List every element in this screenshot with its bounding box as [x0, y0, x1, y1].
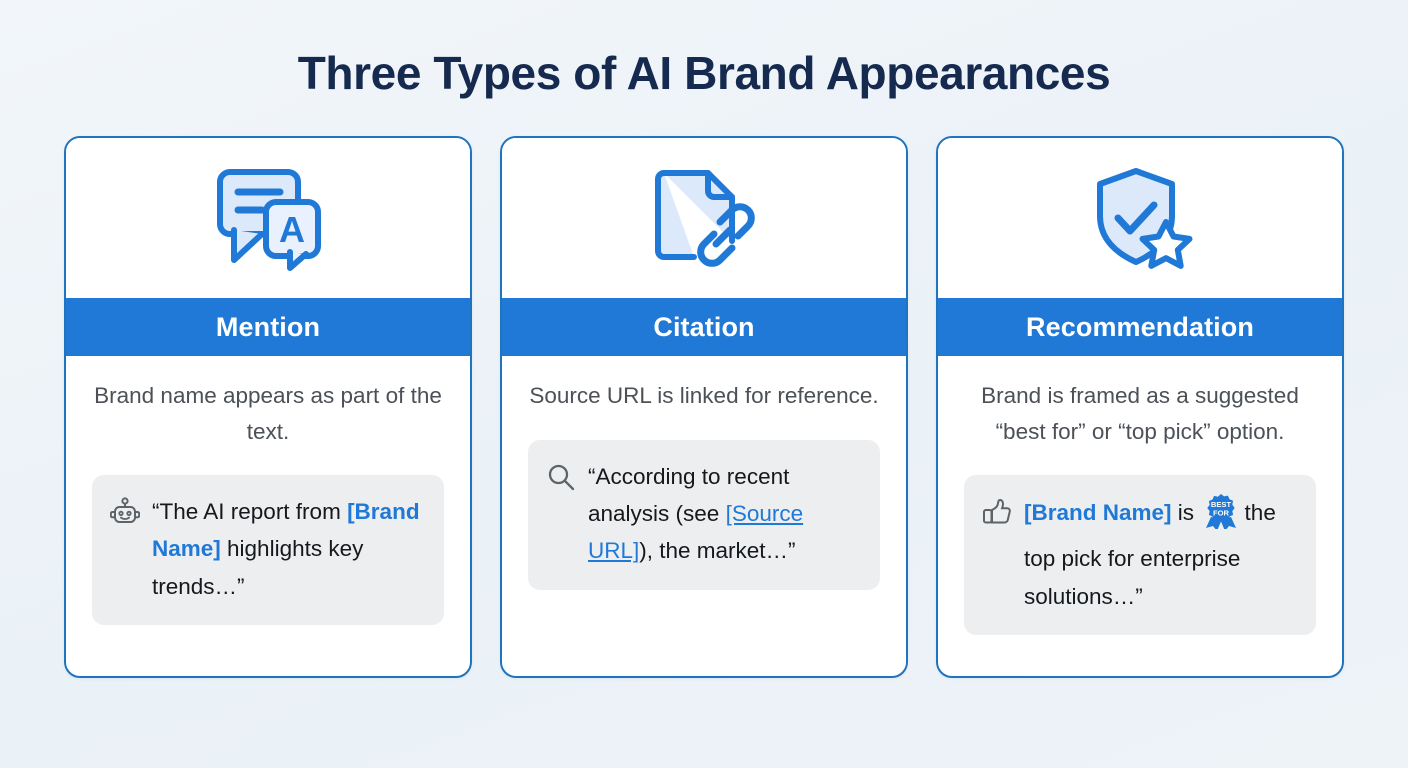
quote-wrap: [Brand Name] is BEST FOR the top pick fo…	[938, 449, 1342, 676]
card-description: Source URL is linked for reference.	[529, 383, 879, 408]
quote-wrap: “According to recent analysis (see [Sour…	[502, 414, 906, 676]
card-description: Brand name appears as part of the text.	[94, 383, 442, 444]
quote-lead: “According to recent analysis (see	[588, 463, 790, 526]
quote-tail: ), the market…”	[639, 538, 796, 564]
shield-check-star-icon	[1082, 164, 1198, 272]
card-icon-area	[938, 138, 1342, 298]
quote-box-recommendation: [Brand Name] is BEST FOR the top pick fo…	[964, 475, 1316, 636]
quote-box-mention: “The AI report from [Brand Name] highlig…	[92, 475, 444, 626]
svg-text:BEST: BEST	[1211, 500, 1232, 509]
brand-placeholder: [Brand Name]	[1024, 500, 1172, 526]
brand-placeholder: [Brand Name]	[152, 499, 420, 562]
card-icon-area: A	[66, 138, 470, 298]
card-recommendation: Recommendation Brand is framed as a sugg…	[936, 136, 1344, 678]
svg-text:FOR: FOR	[1213, 508, 1230, 517]
card-description: Brand is framed as a suggested “best for…	[981, 383, 1299, 444]
quote-lead: “The AI report from	[152, 499, 348, 525]
speech-bubbles-icon: A	[210, 164, 326, 272]
quote-mid: is	[1171, 500, 1201, 526]
card-list: A Mention Brand name appears as part of …	[64, 136, 1344, 678]
robot-icon	[109, 493, 141, 532]
quote-box-citation: “According to recent analysis (see [Sour…	[528, 439, 880, 590]
quote-text-mention: “The AI report from [Brand Name] highlig…	[152, 493, 424, 605]
quote-tail: the top pick for enterprise solutions…”	[1024, 500, 1276, 609]
svg-text:A: A	[279, 209, 305, 250]
best-for-rosette-icon: BEST FOR	[1204, 493, 1238, 540]
quote-text-recommendation: [Brand Name] is BEST FOR the top pick fo…	[1024, 493, 1296, 615]
card-citation: Citation Source URL is linked for refere…	[500, 136, 908, 678]
card-band-mention: Mention	[66, 298, 470, 356]
card-band-recommendation: Recommendation	[938, 298, 1342, 356]
quote-wrap: “The AI report from [Brand Name] highlig…	[66, 449, 470, 676]
quote-tail: highlights key trends…”	[152, 536, 364, 599]
card-icon-area	[502, 138, 906, 298]
card-mention: A Mention Brand name appears as part of …	[64, 136, 472, 678]
document-link-icon	[646, 164, 762, 272]
thumbs-up-icon	[982, 493, 1012, 532]
search-icon	[546, 458, 576, 497]
quote-text-citation: “According to recent analysis (see [Sour…	[588, 458, 860, 570]
source-url-link[interactable]: [Source URL]	[588, 500, 804, 564]
page-title: Three Types of AI Brand Appearances	[297, 47, 1111, 99]
card-band-citation: Citation	[502, 298, 906, 356]
